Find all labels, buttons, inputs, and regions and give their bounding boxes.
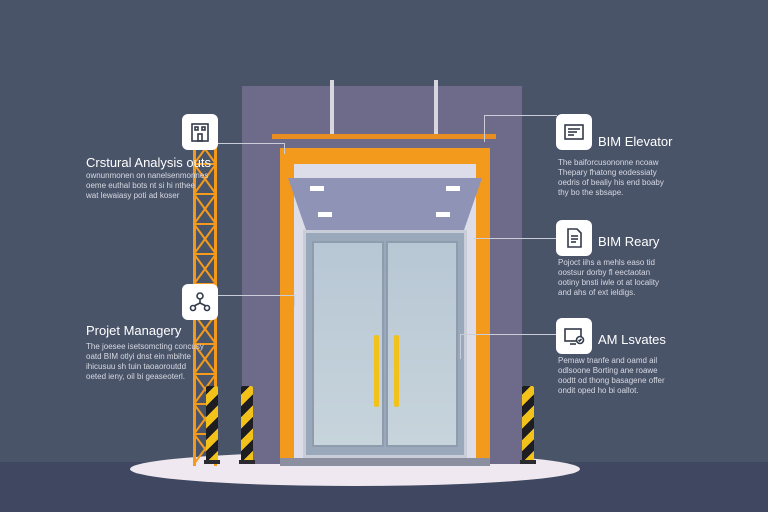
- project-line: ihicusuu sh tuin taoaoroutdd: [86, 362, 187, 371]
- screen-check-icon[interactable]: [556, 318, 592, 354]
- am-levates-line: ondit oped ho bi oallot.: [558, 386, 639, 395]
- safety-bollard-2: [241, 386, 253, 462]
- door-right[interactable]: [386, 241, 458, 447]
- elevator-base: [280, 458, 490, 466]
- building-icon[interactable]: [182, 114, 218, 150]
- bollard-foot-1: [204, 460, 220, 464]
- network-icon[interactable]: [182, 284, 218, 320]
- bim-elevator-line: oedris of bealiy his end boaby: [558, 178, 664, 187]
- bim-reary-title: BIM Reary: [598, 234, 660, 249]
- am-levates-description: Pemaw tnanfe and oamd ail odlsoone Borti…: [558, 356, 665, 396]
- bim-reary-description: Pojoct iihs a mehls easo tid oostsur dor…: [558, 258, 659, 298]
- am-levates-title: AM Lsvates: [598, 332, 666, 347]
- top-beam: [272, 134, 496, 139]
- elevator-canopy: [288, 178, 482, 230]
- bim-reary-line: and ahs of ext ieldigs.: [558, 288, 636, 297]
- am-levates-line: odlsoone Borting ane roawe: [558, 366, 658, 375]
- am-levates-line: Pemaw tnanfe and oamd ail: [558, 356, 658, 365]
- connector-structural: [218, 143, 285, 154]
- document-icon[interactable]: [556, 220, 592, 256]
- monitor-panel-icon[interactable]: [556, 114, 592, 150]
- project-line: oeted ieny, oil bi geaseoterl.: [86, 372, 186, 381]
- cable-pole-left: [330, 80, 334, 138]
- cable-pole-right: [434, 80, 438, 138]
- bim-elevator-description: The baiforcusononne ncoaw Thepary fhaton…: [558, 158, 664, 198]
- project-line: The joesee isetsomcting concusy: [86, 342, 204, 351]
- bim-elevator-title: BIM Elevator: [598, 134, 673, 149]
- bim-elevator-line: The baiforcusononne ncoaw: [558, 158, 659, 167]
- bim-reary-line: Pojoct iihs a mehls easo tid: [558, 258, 655, 267]
- project-line: oatd BIM otlyi dnst ein mbihte: [86, 352, 191, 361]
- bim-elevator-line: thy bo the sbsape.: [558, 188, 624, 197]
- door-handle-right[interactable]: [394, 335, 399, 407]
- bim-reary-line: ootiny bnsti iwle ot at locality: [558, 278, 659, 287]
- structural-line: ownunmonen on nanelsenmonnes: [86, 171, 209, 180]
- am-levates-line: oodtt od thong basagene offer: [558, 376, 665, 385]
- project-description: The joesee isetsomcting concusy oatd BIM…: [86, 342, 204, 382]
- structural-description: ownunmonen on nanelsenmonnes oeme euthal…: [86, 171, 208, 201]
- project-title: Projet Managery: [86, 323, 182, 338]
- bim-reary-line: oostsur dorby fl eectaotan: [558, 268, 651, 277]
- connector-project: [218, 295, 295, 306]
- safety-bollard-3: [522, 386, 534, 462]
- door-left[interactable]: [312, 241, 384, 447]
- connector-bim-elevator: [484, 115, 557, 142]
- bim-elevator-line: Thepary fhatong eodessiaty: [558, 168, 657, 177]
- connector-bim-reary: [474, 238, 556, 240]
- bollard-foot-3: [520, 460, 536, 464]
- structural-title: Crstural Analysis outs: [86, 155, 211, 170]
- elevator-cabin: [303, 230, 467, 458]
- structural-line: wat lewaiasy poti ad koser: [86, 191, 180, 200]
- connector-am-levates: [460, 334, 557, 359]
- bollard-foot-2: [239, 460, 255, 464]
- door-handle-left[interactable]: [374, 335, 379, 407]
- safety-bollard-1: [206, 386, 218, 462]
- structural-line: oeme euthal bots nt si hi nthee: [86, 181, 195, 190]
